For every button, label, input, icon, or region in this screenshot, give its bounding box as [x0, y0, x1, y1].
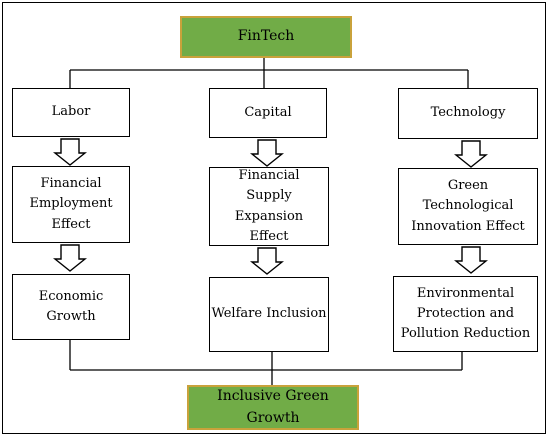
arrow-labor-effect: [53, 138, 87, 166]
arrow-capital-effect: [250, 139, 284, 167]
effect-box-labor: Financial Employment Effect: [12, 166, 130, 243]
arrow-technology-outcome: [454, 246, 488, 274]
factor-label-capital: Capital: [244, 104, 292, 120]
effect-label-capital: Financial Supply Expansion Effect: [234, 168, 304, 244]
outcome-box-labor: Economic Growth: [12, 274, 130, 340]
outcome-box-technology: Environmental Protection and Pollution R…: [393, 276, 538, 352]
fintech-label: FinTech: [237, 28, 295, 45]
arrow-capital-outcome: [250, 247, 284, 275]
factor-box-capital: Capital: [209, 88, 327, 138]
factor-box-labor: Labor: [12, 88, 130, 137]
outcome-label-technology: Environmental Protection and Pollution R…: [400, 285, 531, 342]
outcome-box-capital: Welfare Inclusion: [209, 277, 329, 352]
diagram-frame: [2, 2, 546, 434]
outcome-label-capital: Welfare Inclusion: [211, 306, 327, 322]
outcome-label-labor: Economic Growth: [38, 288, 104, 324]
arrow-technology-effect: [454, 140, 488, 168]
inclusive-green-growth-label: Inclusive Green Growth: [217, 387, 329, 426]
effect-label-labor: Financial Employment Effect: [29, 176, 113, 232]
factor-box-technology: Technology: [398, 88, 538, 139]
factor-label-technology: Technology: [430, 105, 506, 121]
effect-box-capital: Financial Supply Expansion Effect: [209, 167, 329, 246]
arrow-labor-outcome: [53, 244, 87, 272]
effect-label-technology: Green Technological Innovation Effect: [411, 178, 525, 234]
factor-label-labor: Labor: [51, 104, 91, 120]
fintech-node: FinTech: [180, 16, 352, 58]
effect-box-technology: Green Technological Innovation Effect: [398, 168, 538, 245]
inclusive-green-growth-node: Inclusive Green Growth: [187, 385, 359, 430]
